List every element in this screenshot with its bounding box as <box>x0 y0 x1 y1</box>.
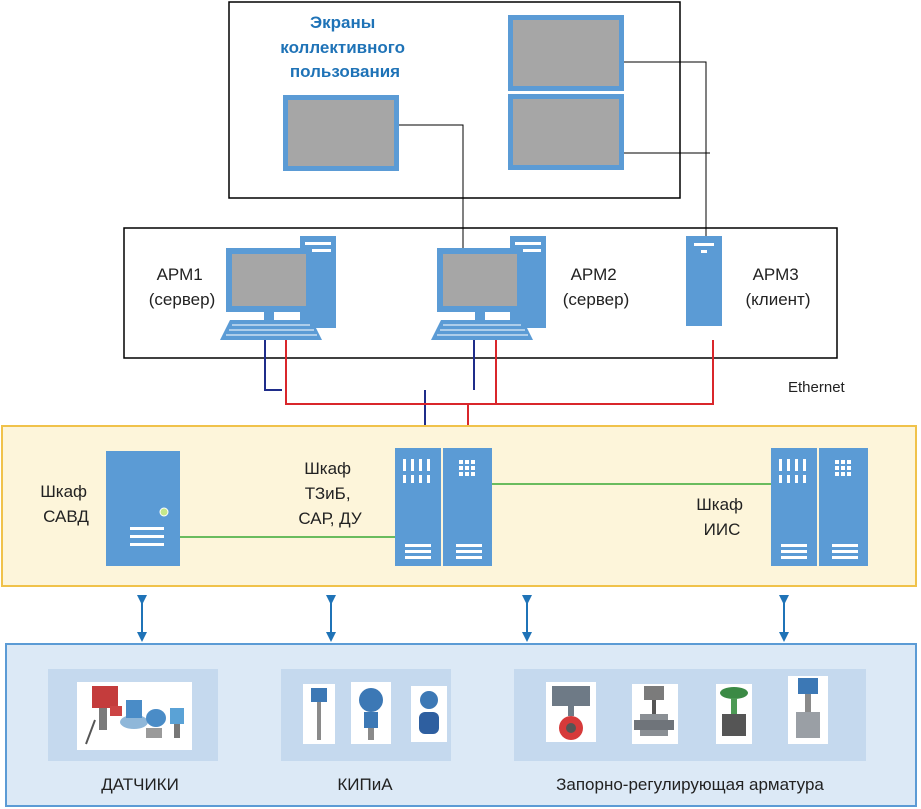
svg-text:АРМ1 (сервер): АРМ1 (сервер) <box>149 265 215 309</box>
screens-title-line-2: коллективного <box>280 38 405 57</box>
arm1-computer-icon <box>220 236 336 340</box>
sensors-label: ДАТЧИКИ <box>101 775 179 794</box>
tzib-cabinet-label-1: Шкаф <box>304 459 351 478</box>
savd-cabinet-icon <box>106 451 180 566</box>
valve-gate-icon <box>632 684 678 744</box>
svg-text:Шкаф САВД: Шкаф САВД <box>40 482 92 526</box>
arm1-name: АРМ1 <box>157 265 203 284</box>
arm2-computer-icon <box>431 236 546 340</box>
tzib-cabinet-label-3: САР, ДУ <box>298 509 362 528</box>
svg-text:Шкаф ИИС: Шкаф ИИС <box>696 495 748 539</box>
arm1-role: (сервер) <box>149 290 215 309</box>
svg-text:АРМ2 (сервер): АРМ2 (сервер) <box>563 265 629 309</box>
svg-text:АРМ3 (клиент): АРМ3 (клиент) <box>746 265 811 309</box>
ethernet-label: Ethernet <box>788 379 846 396</box>
screen-monitor-left <box>283 95 399 171</box>
iis-cabinet-label-2: ИИС <box>704 520 741 539</box>
cabinet-links <box>180 483 771 538</box>
iis-cabinet-icon <box>771 448 868 566</box>
kipia-flowmeter-icon <box>411 686 447 742</box>
valves-group: Запорно-регулирующая арматура <box>514 669 866 794</box>
field-devices-zone: ДАТЧИКИ КИПиА <box>5 643 917 807</box>
svg-text:Шкаф ТЗиБ, САР, ДУ: Шкаф ТЗиБ, САР, ДУ <box>298 459 362 528</box>
workstations-panel: АРМ1 (сервер) АРМ2 (сервер) <box>123 61 838 359</box>
arm3-computer-icon <box>686 236 722 326</box>
valve-control-icon <box>716 684 752 744</box>
sensors-group: ДАТЧИКИ <box>48 669 218 794</box>
valve-butterfly-icon <box>546 682 596 742</box>
iis-cabinet-label-1: Шкаф <box>696 495 743 514</box>
field-link-arrows <box>137 595 789 642</box>
tzib-cabinet-icon <box>395 448 492 566</box>
kipia-label: КИПиА <box>337 775 393 794</box>
arm3-name: АРМ3 <box>753 265 799 284</box>
arm2-role: (сервер) <box>563 290 629 309</box>
screens-title-line-1: Экраны <box>310 13 375 32</box>
arm2-name: АРМ2 <box>571 265 617 284</box>
collective-screens-panel: Экраны коллективного пользования <box>228 1 681 199</box>
video-cables <box>399 61 710 248</box>
kipia-pressure-transmitter-icon <box>351 682 391 744</box>
screen-monitor-bottom-right <box>508 94 624 170</box>
screens-title-line-3: пользования <box>290 62 400 81</box>
screen-monitor-top-right <box>508 15 624 91</box>
valves-label: Запорно-регулирующая арматура <box>556 775 824 794</box>
tzib-cabinet-label-2: ТЗиБ, <box>305 484 351 503</box>
kipia-group: КИПиА <box>281 669 451 794</box>
savd-cabinet-label-2: САВД <box>43 507 89 526</box>
cabinets-zone: Шкаф САВД Шкаф ТЗиБ, САР, Д <box>1 425 917 587</box>
valve-actuated-gate-icon <box>788 676 828 744</box>
arm3-role: (клиент) <box>746 290 811 309</box>
svg-text:Экраны коллективного: Экраны коллективного пользования <box>280 13 409 81</box>
kipia-thermometer-icon <box>303 684 335 744</box>
savd-cabinet-label-1: Шкаф <box>40 482 87 501</box>
sensors-image-icon <box>85 686 184 745</box>
